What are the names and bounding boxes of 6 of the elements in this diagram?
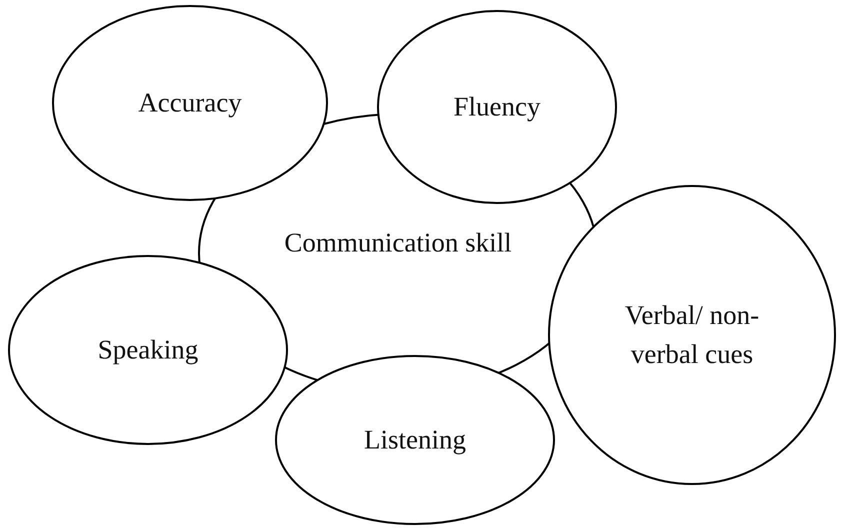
node-label: Verbal/ non-verbal cues xyxy=(624,298,760,371)
node-label: Speaking xyxy=(96,333,200,366)
node-label: Communication skill xyxy=(283,226,513,260)
node-label: Fluency xyxy=(452,90,542,124)
node-label: Listening xyxy=(363,423,467,456)
node-label: Accuracy xyxy=(137,86,243,120)
